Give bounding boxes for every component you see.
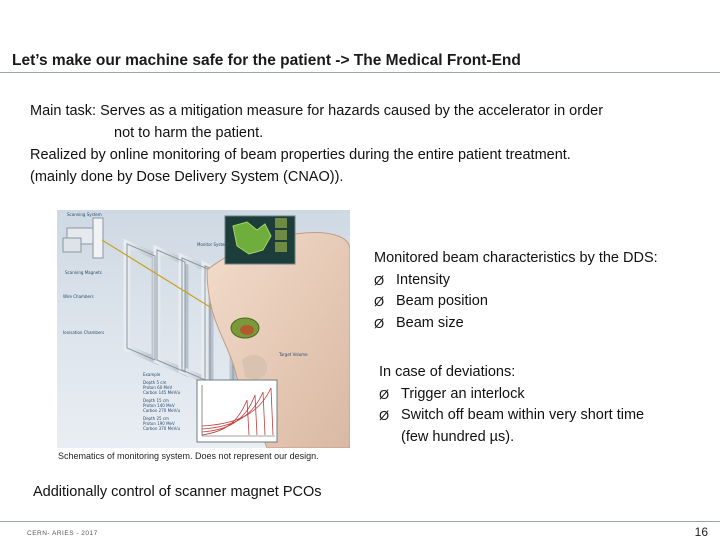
list-item-label: Intensity	[396, 271, 450, 288]
list-item: Ø Beam position	[374, 291, 704, 313]
page-number: 16	[694, 525, 708, 539]
deviation-actions: In case of deviations: Ø Trigger an inte…	[379, 362, 699, 448]
arrow-bullet-icon: Ø	[374, 315, 385, 331]
list-item-label: Beam position	[396, 293, 488, 309]
list-item-label: Beam size	[396, 314, 464, 331]
figure-caption: Schematics of monitoring system. Does no…	[58, 451, 319, 461]
footer-label: CERN- ARIES - 2017	[27, 530, 98, 537]
intro-line: Main task: Serves as a mitigation measur…	[30, 103, 604, 119]
figure-label-scanning-system: Scanning System	[67, 212, 102, 217]
arrow-bullet-icon: Ø	[379, 408, 390, 423]
figure-label-monitor-system: Monitor System	[197, 242, 228, 247]
figure-label-depth-15: Depth 15 cm	[143, 398, 169, 403]
monitored-heading: Monitored beam characteristics by the DD…	[374, 250, 658, 266]
list-item: Ø Trigger an interlock	[379, 384, 699, 406]
arrow-bullet-icon: Ø	[374, 272, 385, 288]
list-item-continuation: (few hundred µs).	[401, 428, 515, 445]
additional-note: Additionally control of scanner magnet P…	[33, 484, 322, 500]
arrow-bullet-icon: Ø	[374, 294, 385, 309]
list-item: Ø Intensity	[374, 270, 704, 292]
intro-line: not to harm the patient.	[114, 125, 264, 141]
figure-label-depth-25: Depth 25 cm	[143, 416, 169, 421]
intro-line: Realized by online monitoring of beam pr…	[30, 147, 571, 163]
figure-label-proton-60: Proton 60 MeV	[143, 385, 172, 390]
figure-label-example: Example	[143, 372, 161, 377]
monitored-characteristics: Monitored beam characteristics by the DD…	[374, 248, 704, 334]
figure-label-proton-140: Proton 140 MeV	[143, 403, 175, 408]
deviation-heading: In case of deviations:	[379, 364, 516, 380]
slide-title: Let’s make our machine safe for the pati…	[12, 52, 521, 69]
list-item: Ø Beam size	[374, 313, 704, 335]
figure-label-carbon-370: Carbon 370 MeV/u	[143, 426, 181, 431]
list-item-label: Trigger an interlock	[401, 385, 525, 402]
figure-label-carbon-145: Carbon 145 MeV/u	[143, 390, 181, 395]
list-item: Ø Switch off beam within very short time	[379, 405, 699, 427]
figure-label-carbon-270: Carbon 270 MeV/u	[143, 408, 181, 413]
figure-label-ionisation-chambers: Ionisation Chambers	[63, 330, 104, 335]
list-item-label: Switch off beam within very short time	[401, 407, 645, 423]
arrow-bullet-icon: Ø	[379, 386, 390, 402]
figure-label-wire-chambers: Wire Chambers	[63, 294, 94, 299]
monitoring-system-figure: Scanning System Monitor System Scanning …	[57, 210, 350, 448]
intro-text: Main task: Serves as a mitigation measur…	[30, 100, 700, 188]
figure-label-scanning-magnets: Scanning Magnets	[65, 270, 102, 275]
figure-illustration: Scanning System Monitor System Scanning …	[62, 212, 350, 448]
title-rule	[0, 72, 720, 73]
figure-label-proton-190: Proton 190 MeV	[143, 421, 175, 426]
figure-label-depth-5: Depth 5 cm	[143, 380, 166, 385]
intro-line: (mainly done by Dose Delivery System (CN…	[30, 169, 344, 185]
footer-rule	[0, 521, 720, 522]
figure-label-target-volume: Target Volume	[278, 352, 308, 357]
